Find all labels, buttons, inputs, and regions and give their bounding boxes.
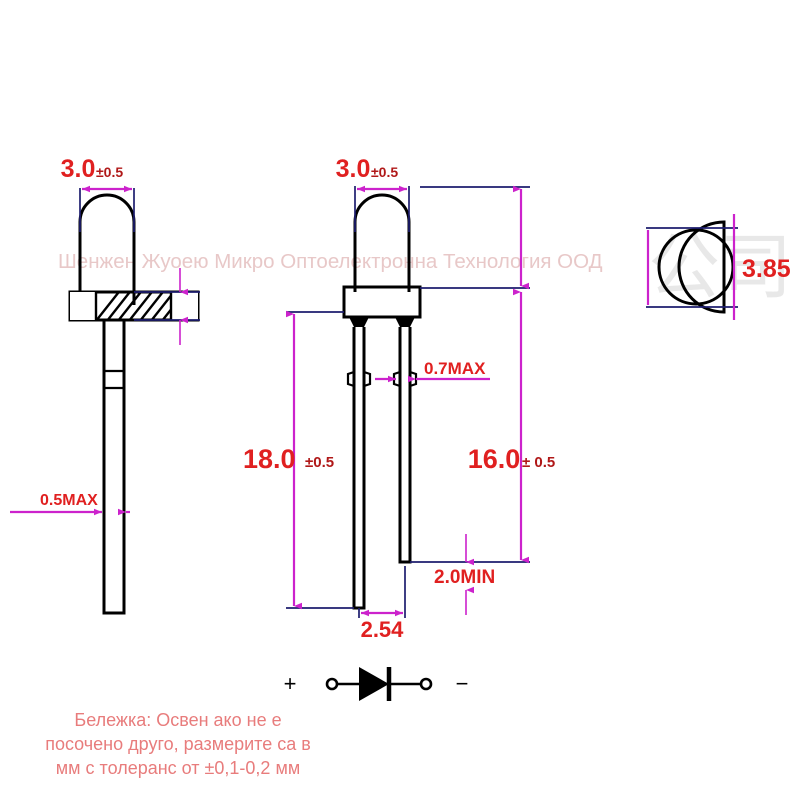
side-lead-thickness-value: 0.5MAX: [40, 492, 98, 509]
note-line-2: посочено друго, размерите са в: [45, 734, 311, 754]
side-width-dimension: 3.0 ±0.5: [61, 155, 135, 232]
top-diameter-dimension: 3.85: [646, 214, 791, 320]
anode-terminal: [325, 677, 339, 691]
front-lead-right: [398, 327, 412, 564]
note-line-1: Бележка: Освен ако не е: [74, 710, 281, 730]
side-lead: [102, 320, 126, 615]
front-total-height-value: 18.0: [243, 444, 296, 474]
front-lead-width-dimension: 0.7MAX: [375, 359, 490, 383]
front-width-value: 3.0: [336, 155, 371, 183]
side-lead-thickness-dimension: 0.5MAX: [10, 492, 130, 516]
front-lead-pitch-value: 2.54: [361, 617, 405, 642]
side-flange-thickness-dimension: [134, 268, 200, 345]
side-width-tolerance: ±0.5: [96, 164, 123, 180]
front-lead-length-tolerance: ± 0.5: [522, 454, 555, 471]
front-lead-left: [352, 327, 366, 610]
note-line-3: мм с толеранс от ±0,1-0,2 мм: [56, 758, 300, 778]
front-lead-length-dimension: 16.0 ± 0.5: [410, 185, 555, 564]
front-width-dimension: 3.0 ±0.5: [336, 155, 410, 232]
front-lead-pitch-dimension: 2.54: [358, 566, 406, 642]
watermark-text: Шенжен Жуоею Микро Оптоелектронна Технол…: [58, 250, 603, 273]
top-body-outline: [677, 220, 726, 314]
watermark-group: Шенжен Жуоею Микро Оптоелектронна Технол…: [58, 228, 792, 308]
front-lead-length-value: 16.0: [468, 444, 521, 474]
front-total-height-tolerance: ±0.5: [305, 454, 334, 471]
note-block: Бележка: Освен ако не е посочено друго, …: [45, 710, 311, 778]
front-flange: [342, 285, 422, 319]
view-front: 3.0 ±0.5 0.7MAX 18.0 ±0.5: [243, 155, 555, 642]
cathode-terminal: [419, 677, 433, 691]
view-side: 3.0 ±0.5 0.5MAX: [10, 155, 200, 615]
front-body-outline: [353, 193, 411, 292]
cathode-minus-label: −: [456, 671, 469, 696]
front-lead-flare-left: [349, 317, 369, 327]
top-diameter-value: 3.85: [742, 255, 791, 283]
front-lead-width-value: 0.7MAX: [424, 359, 486, 378]
diode-polarity-symbol: + −: [284, 667, 469, 701]
anode-plus-label: +: [284, 671, 297, 696]
front-width-tolerance: ±0.5: [371, 164, 398, 180]
front-lead-offset-dimension: 2.0MIN: [434, 534, 495, 615]
front-lead-flare-right: [395, 317, 415, 327]
view-top: 3.85: [646, 214, 791, 320]
side-width-value: 3.0: [61, 155, 96, 183]
diode-triangle: [359, 667, 389, 701]
front-lead-offset-value: 2.0MIN: [434, 567, 495, 588]
side-body-outline: [78, 193, 136, 305]
front-total-height-dimension: 18.0 ±0.5: [243, 310, 354, 610]
